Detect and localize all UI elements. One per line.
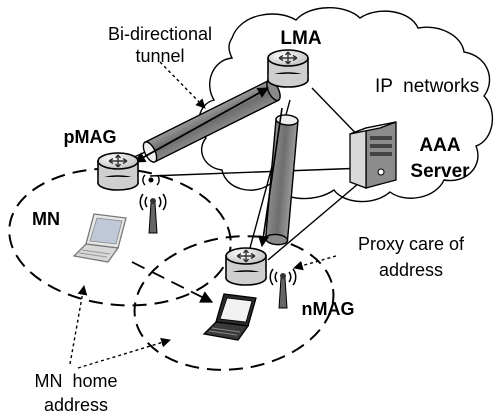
- nmag-antenna-icon: [269, 268, 297, 309]
- link-pmag-server: [149, 167, 366, 177]
- nmag-coverage-area: [133, 235, 335, 371]
- tunnel-label-line1: Bi-directional: [108, 24, 212, 44]
- lma-router-icon: [267, 49, 309, 88]
- mn-laptop-moved-icon: [202, 293, 257, 341]
- pmag-router-icon: [97, 152, 139, 191]
- bidirectional-tunnel-pmag-lma: [134, 79, 281, 163]
- mn-laptop-icon: [72, 213, 127, 263]
- link-nmag-server: [267, 177, 366, 261]
- mn-label: MN: [32, 209, 60, 229]
- pmag-antenna-icon: [139, 193, 167, 234]
- nmag-router-icon: [225, 247, 267, 286]
- ip-networks-label: IP networks: [375, 76, 479, 97]
- aaa-server-icon: [349, 121, 397, 189]
- proxy-coa-label-line2: address: [379, 260, 443, 280]
- mn-movement-arrow: [131, 261, 214, 303]
- lma-label: LMA: [280, 28, 321, 49]
- pmag-label: pMAG: [64, 127, 117, 147]
- proxy-coa-label-line1: Proxy care of: [358, 234, 465, 254]
- bidirectional-tunnel-lma-nmag: [257, 107, 299, 248]
- nmag-label: nMAG: [302, 299, 355, 319]
- aaa-label-line1: AAA: [419, 135, 460, 156]
- tunnel-label-line2: tunnel: [135, 46, 184, 66]
- tunnel-label-pointer: [159, 61, 206, 109]
- pmag-antenna-waves-icon: [142, 174, 160, 186]
- proxy-coa-pointer: [293, 255, 337, 271]
- aaa-label-line2: Server: [410, 161, 470, 182]
- home-address-pointer-1: [69, 285, 88, 365]
- home-address-label-line1: MN home: [34, 371, 117, 391]
- home-address-label-line2: address: [44, 395, 108, 415]
- home-address-pointer-2: [77, 337, 171, 369]
